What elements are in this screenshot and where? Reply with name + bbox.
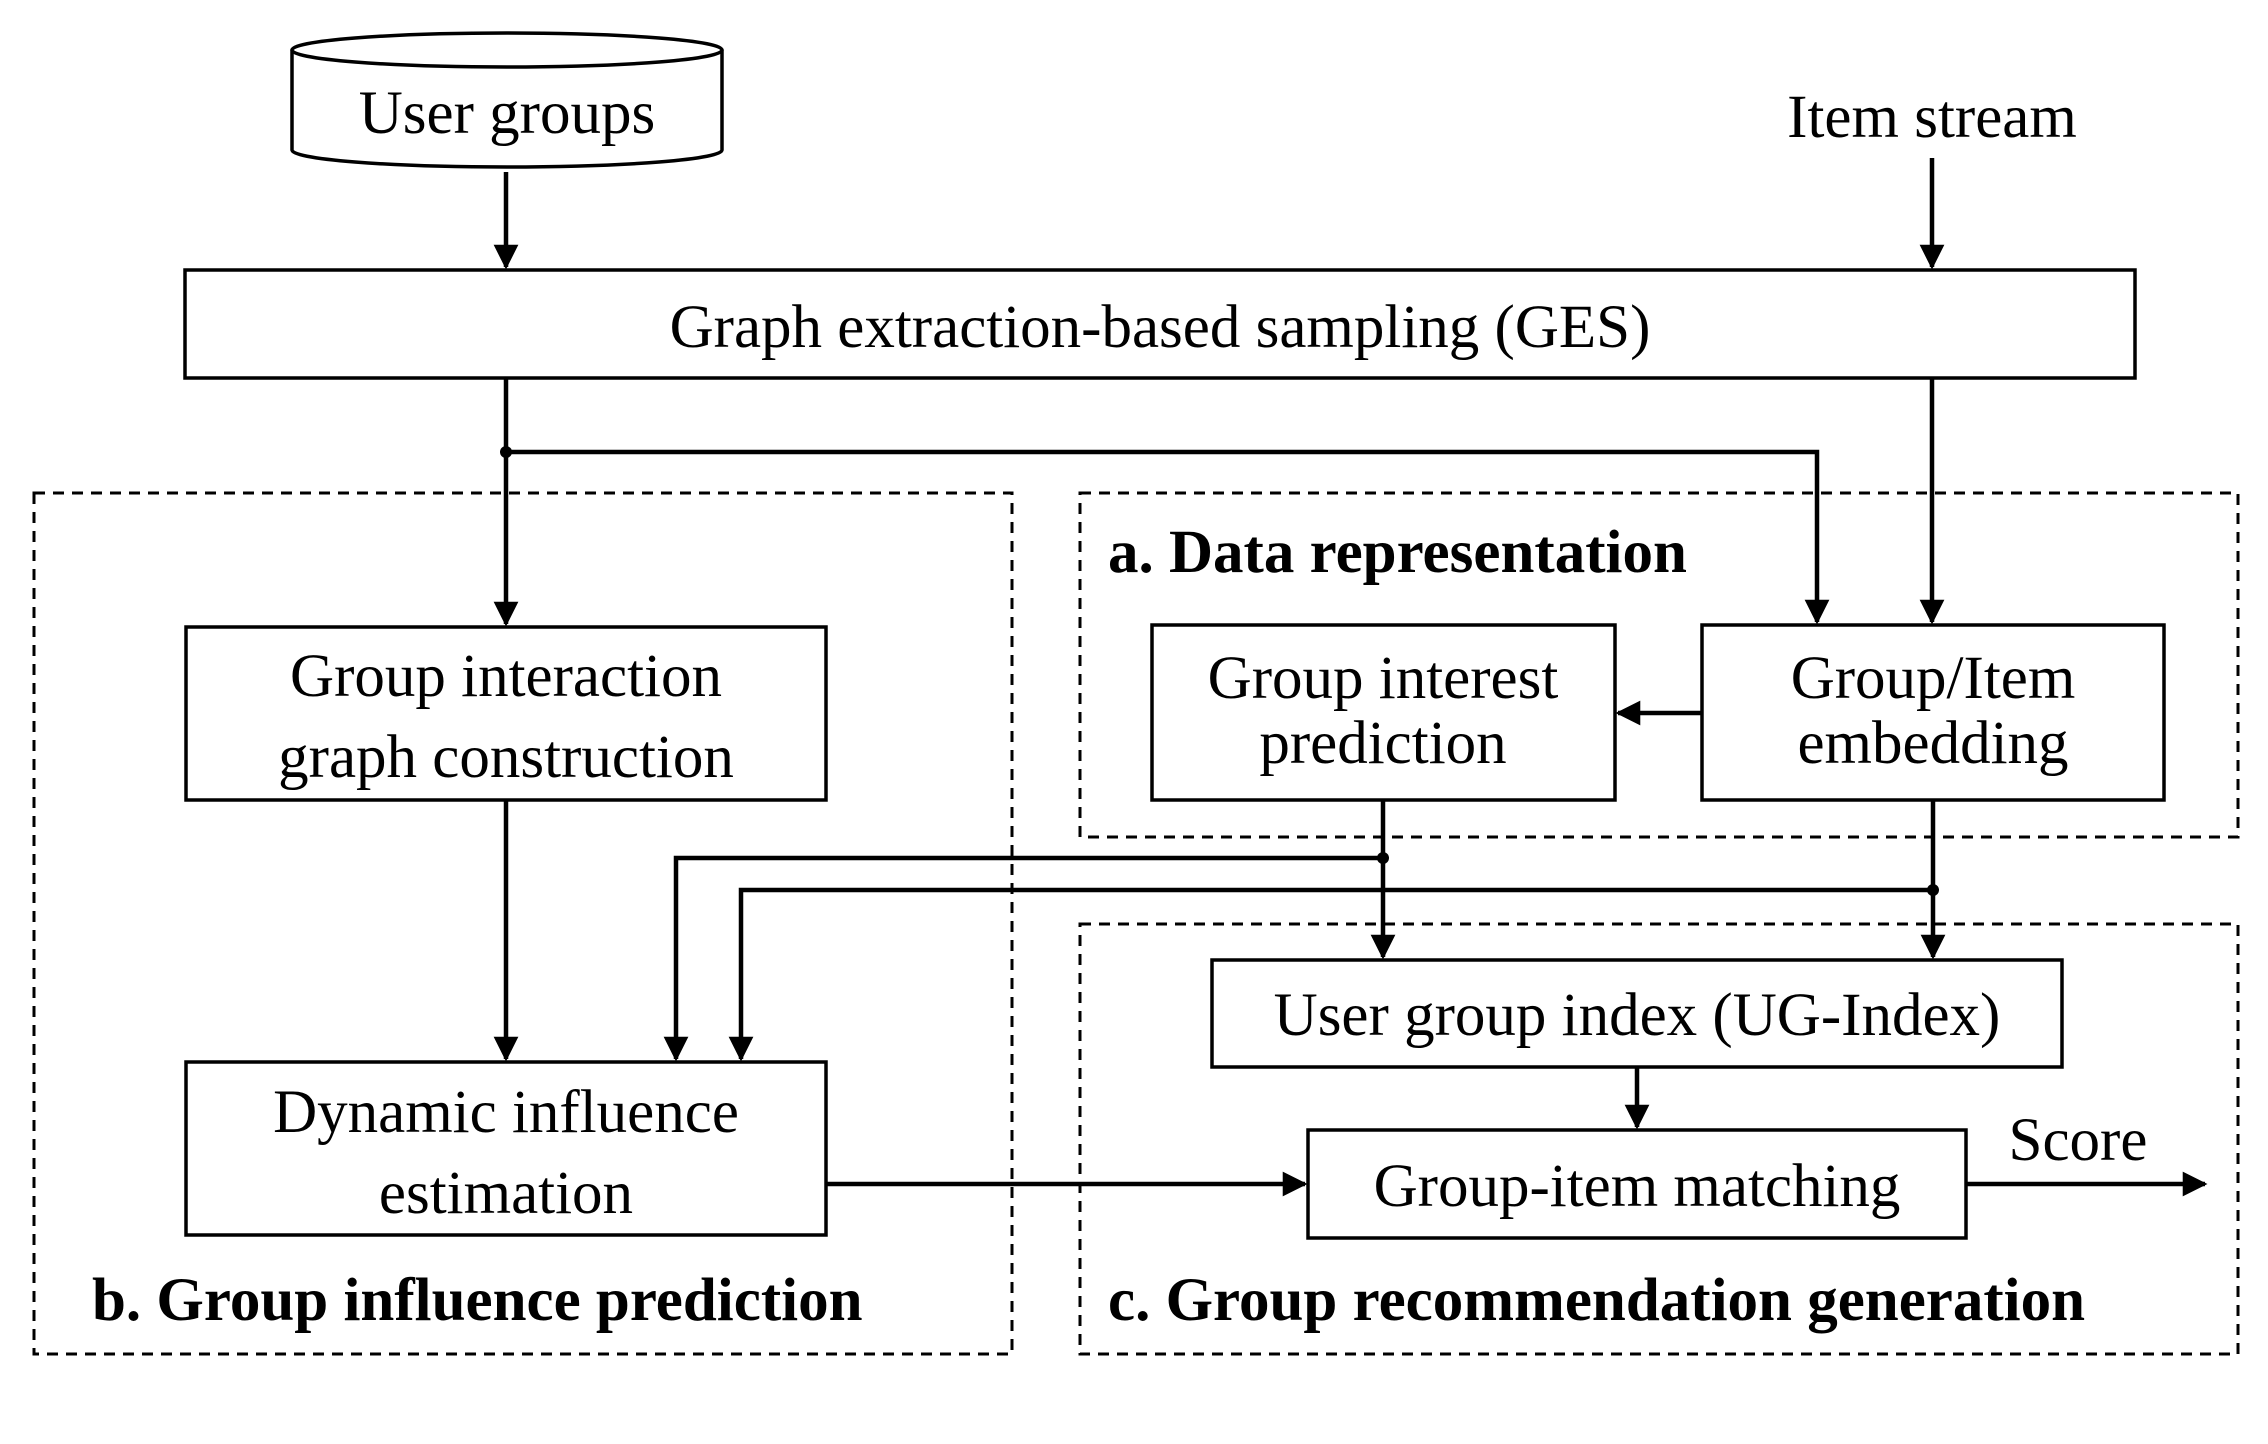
junction-dot-ges-branch xyxy=(500,446,512,458)
group-interaction-label-line1: Group interaction xyxy=(290,643,722,710)
user-groups-database: User groups xyxy=(290,31,724,169)
junction-dot-group-interest-branch xyxy=(1377,852,1389,864)
user-groups-label: User groups xyxy=(359,80,655,147)
panel-a-label: a. Data representation xyxy=(1108,519,1687,586)
panel-c-label: c. Group recommendation generation xyxy=(1108,1267,2085,1334)
edge-group-interest-to-dynamic-influence xyxy=(663,855,1383,1062)
group-interaction-label-line2: graph construction xyxy=(278,724,734,791)
group-item-matching-node: Group-item matching xyxy=(1306,1128,1968,1240)
edge-ges-branch-to-embedding xyxy=(506,449,1830,625)
panel-b-label: b. Group influence prediction xyxy=(92,1267,863,1334)
junction-dot-embedding-branch xyxy=(1927,884,1939,896)
group-item-embedding-node: Group/Item embedding xyxy=(1700,623,2166,802)
group-interest-label-line2: prediction xyxy=(1259,710,1506,777)
panel-data-representation xyxy=(1078,491,2240,839)
group-interaction-graph-node: Group interaction graph construction xyxy=(184,625,828,802)
edge-embedding-to-dynamic-influence xyxy=(728,887,1933,1062)
dynamic-influence-node: Dynamic influence estimation xyxy=(184,1060,828,1237)
ug-index-node: User group index (UG-Index) xyxy=(1210,958,2064,1069)
group-interest-label-line1: Group interest xyxy=(1208,645,1559,712)
ges-label: Graph extraction-based sampling (GES) xyxy=(670,294,1651,361)
matching-label: Group-item matching xyxy=(1374,1153,1901,1220)
embedding-label-line1: Group/Item xyxy=(1791,645,2076,712)
item-stream-label: Item stream xyxy=(1787,84,2077,151)
dynamic-influence-label-line2: estimation xyxy=(379,1160,633,1227)
dynamic-influence-label-line1: Dynamic influence xyxy=(273,1079,739,1146)
ug-index-label: User group index (UG-Index) xyxy=(1274,982,2001,1049)
score-label: Score xyxy=(2009,1107,2148,1174)
panel-group-influence-prediction xyxy=(32,491,1014,1356)
ges-node: Graph extraction-based sampling (GES) xyxy=(183,268,2137,380)
panel-group-recommendation-generation xyxy=(1078,922,2240,1356)
group-interest-prediction-node: Group interest prediction xyxy=(1150,623,1617,802)
embedding-label-line2: embedding xyxy=(1797,710,2068,777)
